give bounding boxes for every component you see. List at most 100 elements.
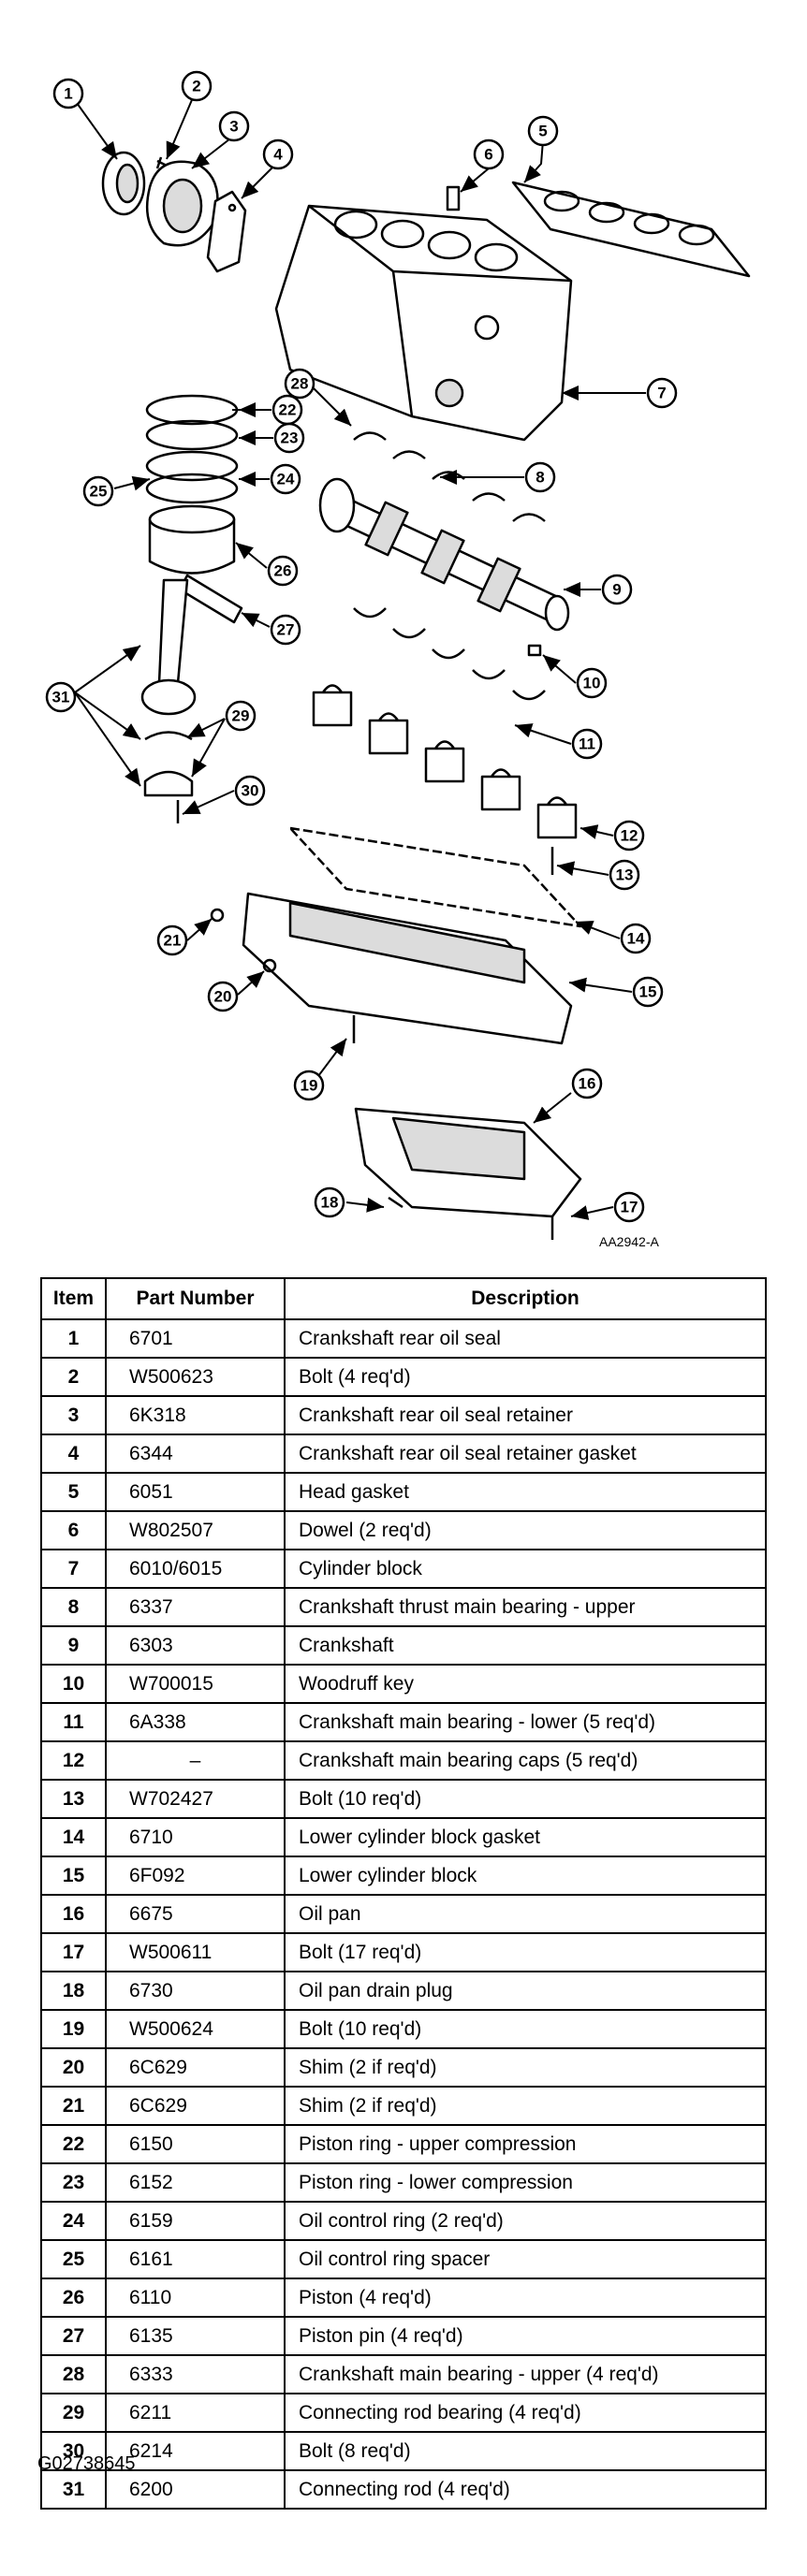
part-number-cell: 6214 <box>105 2431 286 2471</box>
callout-circles <box>45 70 678 1223</box>
table-header-row: Item Part Number Description <box>40 1277 767 1320</box>
description-cell: Piston ring - lower compression <box>284 2162 767 2203</box>
item-cell: 4 <box>40 1434 107 1474</box>
part-shims-art <box>210 908 277 973</box>
item-cell: 21 <box>40 2086 107 2126</box>
callout-3: 3 <box>229 118 238 136</box>
description-cell: Crankshaft main bearing - upper (4 req'd… <box>284 2354 767 2394</box>
callout-10: 10 <box>583 675 601 692</box>
part-number-cell: 6710 <box>105 1817 286 1857</box>
column-header-part-number: Part Number <box>105 1277 286 1320</box>
item-cell: 23 <box>40 2162 107 2203</box>
item-cell: 16 <box>40 1894 107 1934</box>
part-number-cell: W500623 <box>105 1357 286 1397</box>
callout-15: 15 <box>639 983 657 1001</box>
part-woodruff-key-art <box>527 644 542 657</box>
callout-19: 19 <box>301 1077 318 1095</box>
part-number-cell: W500611 <box>105 1932 286 1972</box>
part-number-cell: 6C629 <box>105 2086 286 2126</box>
callout-22: 22 <box>279 401 297 419</box>
part-retainer-gasket-art <box>206 190 247 273</box>
exploded-view-diagram: 1 2 3 4 5 6 7 8 9 10 11 12 13 14 15 16 1… <box>0 0 807 1254</box>
item-cell: 15 <box>40 1856 107 1896</box>
description-cell: Connecting rod (4 req'd) <box>284 2469 767 2510</box>
part-number-cell: 6159 <box>105 2201 286 2241</box>
part-number-cell: 6135 <box>105 2316 286 2356</box>
part-head-gasket-art <box>511 181 751 278</box>
description-cell: Crankshaft rear oil seal <box>284 1318 767 1359</box>
description-cell: Woodruff key <box>284 1664 767 1704</box>
part-upper-bearings-art <box>353 431 546 522</box>
part-number-cell: 6110 <box>105 2278 286 2318</box>
part-number-cell: 6051 <box>105 1472 286 1512</box>
column-header-item: Item <box>40 1277 107 1320</box>
item-cell: 11 <box>40 1702 107 1742</box>
callout-26: 26 <box>274 562 292 580</box>
description-cell: Bolt (8 req'd) <box>284 2431 767 2471</box>
item-cell: 22 <box>40 2124 107 2164</box>
item-cell: 29 <box>40 2393 107 2433</box>
callout-8: 8 <box>536 469 544 487</box>
table-row: 12–Crankshaft main bearing caps (5 req'd… <box>40 1740 767 1781</box>
item-cell: 30 <box>40 2431 107 2471</box>
item-cell: 6 <box>40 1510 107 1550</box>
part-number-cell: 6010/6015 <box>105 1549 286 1589</box>
part-number-cell: 6303 <box>105 1625 286 1666</box>
item-cell: 14 <box>40 1817 107 1857</box>
callout-31: 31 <box>52 689 70 706</box>
description-cell: Shim (2 if req'd) <box>284 2086 767 2126</box>
part-oil-pan-art <box>354 1107 582 1218</box>
description-cell: Piston pin (4 req'd) <box>284 2316 767 2356</box>
item-cell: 18 <box>40 1971 107 2011</box>
description-cell: Bolt (10 req'd) <box>284 2009 767 2049</box>
part-number-cell: 6K318 <box>105 1395 286 1435</box>
item-cell: 10 <box>40 1664 107 1704</box>
part-number-cell: 6C629 <box>105 2047 286 2088</box>
callout-30: 30 <box>242 782 259 800</box>
callout-4: 4 <box>273 146 283 164</box>
description-cell: Bolt (10 req'd) <box>284 1779 767 1819</box>
description-cell: Cylinder block <box>284 1549 767 1589</box>
description-cell: Shim (2 if req'd) <box>284 2047 767 2088</box>
part-number-cell: 6730 <box>105 1971 286 2011</box>
part-dowel-art <box>446 185 461 211</box>
description-cell: Dowel (2 req'd) <box>284 1510 767 1550</box>
item-cell: 28 <box>40 2354 107 2394</box>
callout-9: 9 <box>612 581 621 599</box>
part-number-cell: 6152 <box>105 2162 286 2203</box>
item-cell: 26 <box>40 2278 107 2318</box>
part-number-cell: 6161 <box>105 2239 286 2279</box>
item-cell: 3 <box>40 1395 107 1435</box>
callout-23: 23 <box>281 429 299 447</box>
item-cell: 2 <box>40 1357 107 1397</box>
callout-16: 16 <box>579 1075 596 1093</box>
description-cell: Crankshaft main bearing caps (5 req'd) <box>284 1740 767 1781</box>
leader-arrows <box>74 88 646 1220</box>
callout-5: 5 <box>538 123 547 140</box>
part-number-cell: W702427 <box>105 1779 286 1819</box>
callout-7: 7 <box>657 385 666 402</box>
part-connecting-rod-art <box>140 578 197 823</box>
item-cell: 31 <box>40 2469 107 2510</box>
part-cylinder-block-art <box>274 204 573 442</box>
callout-13: 13 <box>616 866 634 884</box>
description-cell: Lower cylinder block <box>284 1856 767 1896</box>
part-number-cell: 6333 <box>105 2354 286 2394</box>
description-cell: Bolt (4 req'd) <box>284 1357 767 1397</box>
